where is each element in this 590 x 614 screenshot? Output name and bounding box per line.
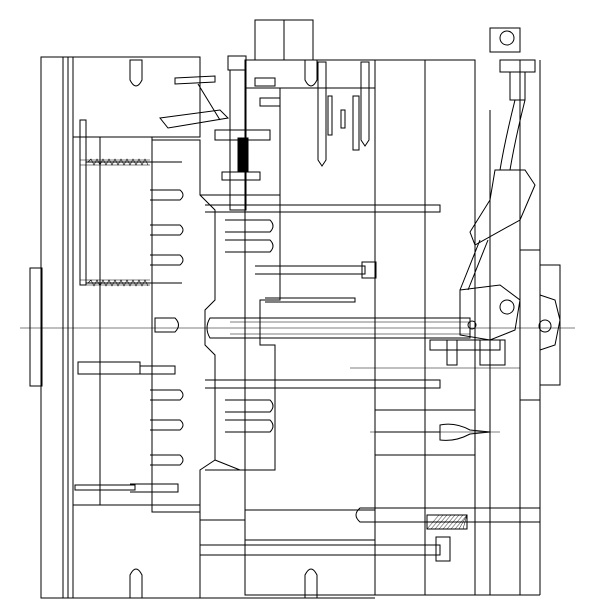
core-block — [150, 139, 281, 521]
left-clamp-plate — [29, 56, 200, 599]
hydraulic-cylinder — [459, 27, 536, 366]
center-lines — [20, 327, 575, 433]
central-core-pin — [206, 317, 501, 366]
mold-plates — [200, 19, 541, 599]
spring-rod-assembly — [79, 119, 182, 287]
ejector-pins — [74, 204, 541, 562]
ejector-frame — [72, 56, 201, 599]
hatched-insert — [426, 514, 468, 530]
sprue-bushing — [519, 249, 561, 401]
top-pins — [317, 61, 370, 167]
clamp-bolts — [129, 59, 318, 599]
angled-lifter — [159, 55, 281, 211]
